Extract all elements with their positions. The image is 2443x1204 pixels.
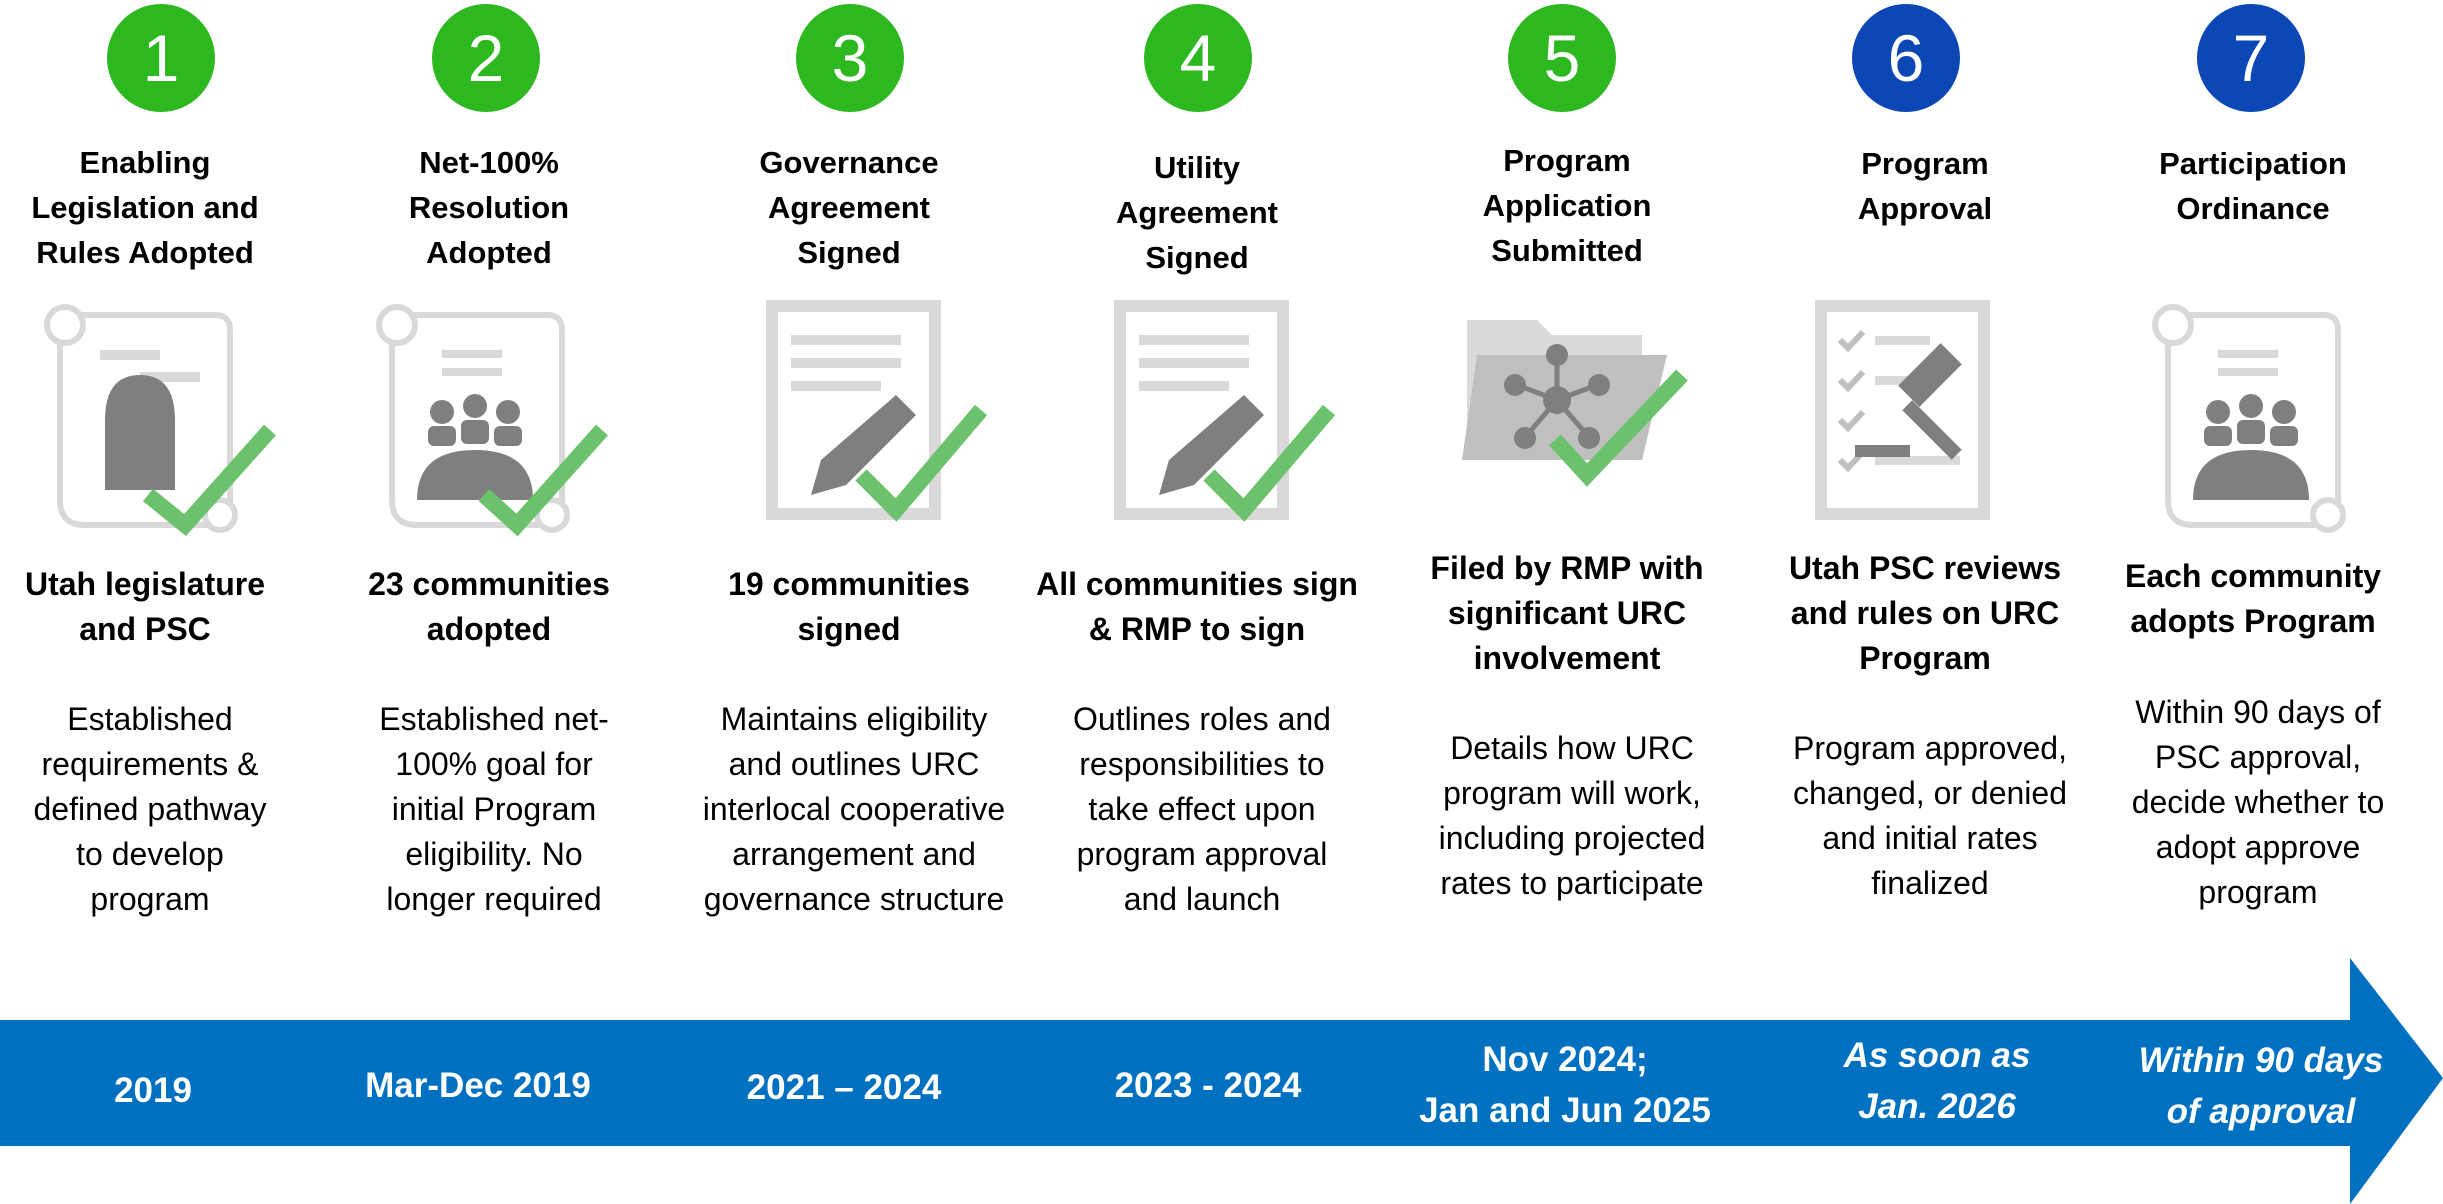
resolution-scroll-icon bbox=[376, 304, 608, 537]
step-number-badge: 6 bbox=[1852, 4, 1960, 112]
step-number-badge: 5 bbox=[1508, 4, 1616, 112]
step-description: Details how URC program will work, inclu… bbox=[1438, 730, 1706, 901]
step-responsible: Utah legislature and PSC bbox=[24, 566, 266, 647]
signed-document-icon bbox=[766, 300, 988, 522]
step-title: Utility Agreement Signed bbox=[1116, 150, 1278, 275]
step-number-badge: 4 bbox=[1144, 4, 1252, 112]
step-responsible: Filed by RMP with significant URC involv… bbox=[1430, 550, 1704, 676]
step-responsible: 19 communities signed bbox=[728, 566, 970, 647]
step-description: Established net- 100% goal for initial P… bbox=[379, 701, 609, 917]
step-number-badge: 3 bbox=[796, 4, 904, 112]
step-title: Participation Ordinance bbox=[2159, 146, 2347, 226]
date-label: Nov 2024; Jan and Jun 2025 bbox=[1419, 1040, 1711, 1130]
date-label: Mar-Dec 2019 bbox=[365, 1066, 591, 1105]
signed-document-icon bbox=[1114, 300, 1336, 522]
step-title: Governance Agreement Signed bbox=[759, 145, 939, 270]
step-responsible: All communities sign & RMP to sign bbox=[1036, 566, 1358, 647]
step-responsible: Each community adopts Program bbox=[2124, 558, 2382, 639]
gavel-checklist-icon bbox=[1815, 300, 1990, 520]
step-description: Program approved, changed, or denied and… bbox=[1793, 730, 2067, 901]
step-description: Established requirements & defined pathw… bbox=[33, 701, 267, 917]
step-title: Program Approval bbox=[1857, 146, 1993, 226]
date-label: 2021 – 2024 bbox=[746, 1068, 942, 1107]
date-label: As soon as Jan. 2026 bbox=[1843, 1036, 2031, 1126]
date-label: Within 90 days of approval bbox=[2138, 1041, 2384, 1131]
step-number-badge: 2 bbox=[432, 4, 540, 112]
step-title: Program Application Submitted bbox=[1482, 143, 1652, 268]
step-description: Outlines roles and responsibilities to t… bbox=[1073, 701, 1331, 917]
step-title: Enabling Legislation and Rules Adopted bbox=[31, 145, 259, 270]
timeline-arrow bbox=[0, 958, 2443, 1204]
ordinance-scroll-icon bbox=[2152, 304, 2346, 533]
legislation-scroll-icon bbox=[44, 304, 276, 537]
step-number-badge: 7 bbox=[2197, 4, 2305, 112]
step-description: Within 90 days of PSC approval, decide w… bbox=[2131, 694, 2385, 910]
date-label: 2019 bbox=[114, 1071, 192, 1110]
folder-network-icon bbox=[1462, 320, 1688, 487]
step-number-badge: 1 bbox=[107, 4, 215, 112]
step-title: Net-100% Resolution Adopted bbox=[408, 145, 570, 270]
step-responsible: Utah PSC reviews and rules on URC Progra… bbox=[1788, 550, 2062, 676]
step-description: Maintains eligibility and outlines URC i… bbox=[702, 701, 1006, 917]
step-responsible: 23 communities adopted bbox=[368, 566, 610, 647]
date-label: 2023 - 2024 bbox=[1114, 1066, 1302, 1105]
